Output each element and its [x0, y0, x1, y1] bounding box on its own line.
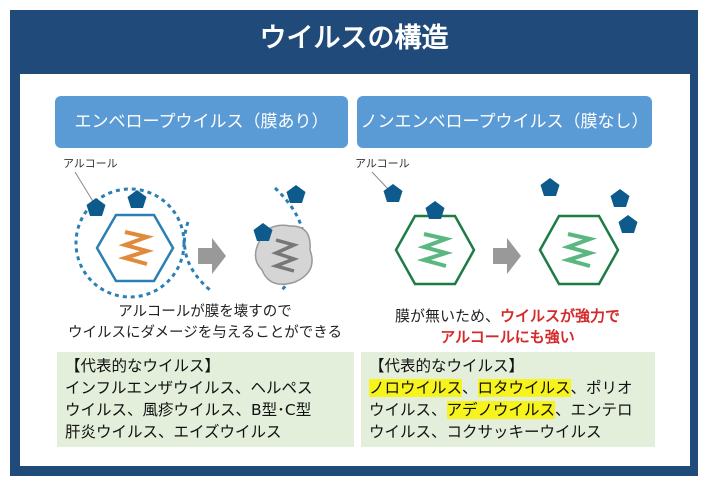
label-pointer — [371, 171, 390, 191]
page-title: ウイルスの構造 — [259, 23, 449, 54]
label-pointer — [74, 171, 95, 204]
alcohol-pentagon-icon — [540, 178, 560, 196]
non-envelope-caption: 膜が無いため、ウイルスが強力で アルコールにも強い — [360, 306, 655, 348]
highlighted-virus: ロタウイルス — [477, 379, 571, 397]
non-envelope-virus-header: ノンエンベロープウイルス（膜なし） — [357, 96, 652, 148]
caption-emphasis: アルコールにも強い — [440, 328, 575, 346]
alcohol-pentagon-icon — [127, 190, 147, 208]
examples-line: ウイルス、風疹ウイルス、B型･C型 — [65, 401, 312, 419]
alcohol-label: アルコール — [355, 157, 410, 170]
non-envelope-examples-box: 【代表的なウイルス】 ノロウイルス、ロタウイルス、ポリオ ウイルス、アデノウイル… — [361, 352, 655, 447]
examples-line: ウイルス、アデノウイルス、エンテロ — [369, 399, 647, 421]
genome-coil — [560, 232, 598, 268]
alcohol-pentagon-icon — [86, 198, 106, 216]
examples-line: インフルエンザウイルス、ヘルペス — [65, 379, 313, 397]
alcohol-label: アルコール — [63, 157, 118, 170]
examples-line: 肝炎ウイルス、エイズウイルス — [65, 423, 282, 441]
arrow-icon — [493, 238, 521, 274]
caption-text: 膜が無いため、 — [394, 307, 500, 325]
genome-coil — [117, 230, 155, 266]
examples-heading: 【代表的なウイルス】 — [369, 357, 525, 375]
highlighted-virus: アデノウイルス — [446, 401, 556, 419]
genome-coil — [416, 232, 454, 268]
separator: 、 — [462, 379, 478, 397]
alcohol-pentagon-icon — [286, 185, 306, 203]
arrow-icon — [198, 238, 226, 274]
envelope-caption: アルコールが膜を壊すので ウイルスにダメージを与えることができる — [50, 302, 360, 344]
alcohol-pentagon-icon — [618, 215, 638, 233]
caption-emphasis: ウイルスが強力で — [500, 307, 621, 325]
envelope-virus-header: エンベロープウイルス（膜あり） — [55, 96, 348, 148]
genome-coil — [270, 238, 300, 273]
envelope-examples-box: 【代表的なウイルス】 インフルエンザウイルス、ヘルペス ウイルス、風疹ウイルス、… — [57, 352, 354, 447]
examples-line: ノロウイルス、ロタウイルス、ポリオ — [369, 377, 647, 399]
caption-line: ウイルスにダメージを与えることができる — [67, 325, 343, 341]
highlighted-virus: ノロウイルス — [369, 379, 463, 397]
examples-text: 、ポリオ — [570, 379, 633, 397]
alcohol-pentagon-icon — [253, 223, 273, 241]
alcohol-pentagon-icon — [425, 201, 445, 219]
alcohol-pentagon-icon — [610, 189, 630, 207]
examples-line: ウイルス、コクサッキーウイルス — [369, 423, 602, 441]
broken-membrane — [183, 221, 211, 292]
examples-text: ウイルス、 — [369, 401, 447, 419]
examples-text: 、エンテロ — [555, 401, 633, 419]
caption-line: アルコールが膜を壊すので — [118, 304, 292, 320]
examples-heading: 【代表的なウイルス】 — [65, 357, 221, 375]
envelope-membrane — [74, 187, 186, 299]
